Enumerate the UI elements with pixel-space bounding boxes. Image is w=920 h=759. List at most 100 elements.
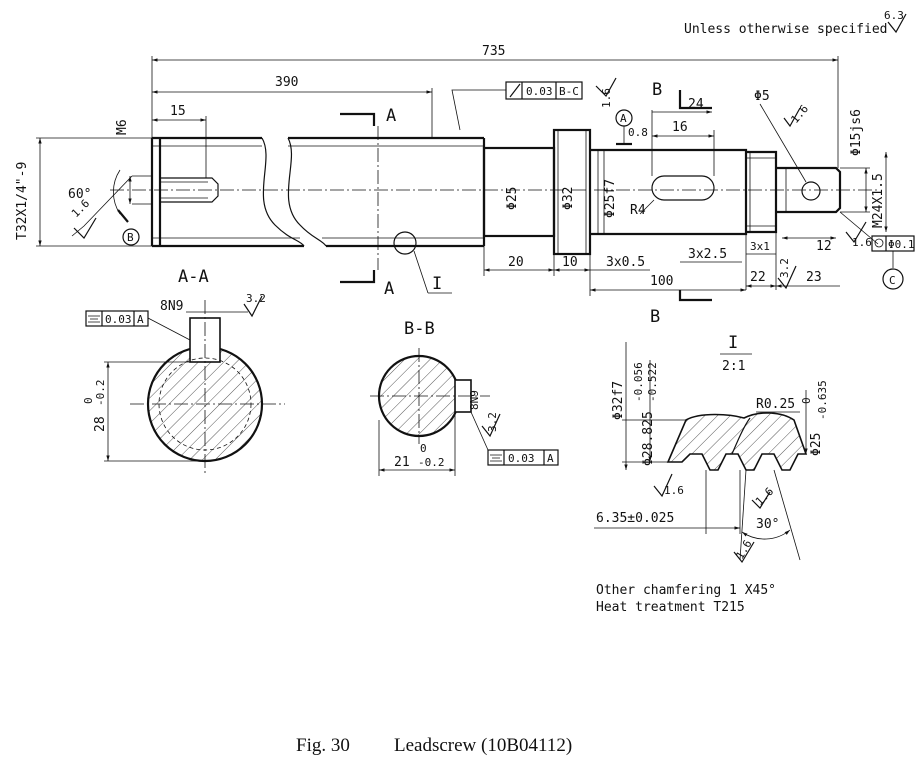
detail-pitch: 6.35±0.025 bbox=[596, 511, 674, 526]
runout-value: 0.03 bbox=[526, 85, 553, 98]
datum-c-label: C bbox=[889, 274, 896, 287]
section-bb-depth: 21 bbox=[394, 455, 410, 470]
dim-m6: M6 bbox=[115, 119, 130, 135]
dim-groove1: 3x0.5 bbox=[606, 255, 645, 270]
dim-key-len: 16 bbox=[672, 120, 688, 135]
detail-pitch-dia: Φ28.825 bbox=[641, 411, 656, 466]
section-aa: A-A 8N9 3.2 0.03 A 28 0 -0.2 bbox=[82, 267, 285, 475]
section-b-top-marker bbox=[678, 90, 712, 110]
section-bb: B-B 8N9 3.2 21 0 -0.2 0.03 A bbox=[370, 319, 559, 476]
dim-dia25: Φ25 bbox=[505, 187, 520, 210]
header-note: Unless otherwise specified 6.3 bbox=[684, 9, 907, 37]
dim-chamfer-angle: 60° bbox=[68, 187, 91, 202]
section-bb-tol-lower: -0.2 bbox=[418, 456, 445, 469]
detail-i-title: I bbox=[728, 333, 738, 353]
section-aa-tol-upper: 0 bbox=[82, 397, 95, 404]
dim-thread-dia: T32X1/4"-9 bbox=[15, 162, 30, 240]
detail-i: I 2:1 Φ32f7 Φ28.825 -0.056 -0.522 R0.25 … bbox=[594, 333, 829, 564]
thread-m24 bbox=[746, 150, 778, 234]
caption-fig-number: Fig. 30 bbox=[296, 735, 350, 756]
detail-i-label: I bbox=[432, 274, 442, 294]
notes: Other chamfering 1 X45° Heat treatment T… bbox=[596, 583, 776, 615]
dim-dia15: Φ15js6 bbox=[849, 109, 864, 156]
dim-len23: 23 bbox=[806, 270, 822, 285]
dim-dia25f7: Φ25f7 bbox=[603, 179, 618, 218]
detail-radius: R0.25 bbox=[756, 397, 795, 412]
runout-ref: B-C bbox=[559, 85, 579, 98]
dim-groove2: 3x2.5 bbox=[688, 247, 727, 262]
detail-roughness-1: 1.6 bbox=[664, 484, 684, 497]
section-aa-roughness: 3.2 bbox=[246, 292, 266, 305]
header-roughness: 6.3 bbox=[884, 9, 904, 22]
note-heat-treatment: Heat treatment T215 bbox=[596, 600, 745, 615]
journal-dia25f7 bbox=[590, 148, 748, 236]
dim-m6-depth: 15 bbox=[170, 104, 186, 119]
m6-hole bbox=[160, 177, 219, 203]
roughness-collar: 1.6 bbox=[600, 88, 613, 108]
section-bb-sym-frame bbox=[487, 449, 559, 466]
note-chamfering: Other chamfering 1 X45° bbox=[596, 583, 776, 598]
dim-total-length: 735 bbox=[482, 44, 505, 59]
section-aa-keyway-label: 8N9 bbox=[160, 299, 183, 314]
dim-len12: 12 bbox=[816, 239, 832, 254]
detail-i-marker bbox=[393, 231, 417, 255]
dim-groove3: 3x1 bbox=[750, 240, 770, 253]
roughness-shoulder: 3.2 bbox=[778, 258, 791, 278]
datum-a-label: A bbox=[620, 112, 627, 125]
figure-caption: Fig. 30 Leadscrew (10B04112) bbox=[296, 735, 572, 756]
collar-dia32 bbox=[552, 128, 592, 256]
dim-len20: 20 bbox=[508, 255, 524, 270]
section-bb-title: B-B bbox=[404, 319, 435, 339]
datum-b-circle bbox=[122, 228, 140, 246]
section-bb-sym-value: 0.03 bbox=[508, 452, 535, 465]
section-bb-sym-ref: A bbox=[547, 452, 554, 465]
header-note-text: Unless otherwise specified bbox=[684, 22, 888, 37]
section-a-bottom-label: A bbox=[384, 279, 394, 299]
dim-m24: M24X1.5 bbox=[871, 173, 886, 228]
dim-hole-dia: Φ5 bbox=[754, 89, 770, 104]
detail-i-scale: 2:1 bbox=[722, 359, 745, 374]
thread-section-right bbox=[288, 136, 486, 248]
section-a-top-marker bbox=[340, 112, 376, 126]
detail-pitch-tol-lower: -0.522 bbox=[646, 362, 659, 402]
runout-frame bbox=[505, 81, 583, 100]
detail-major-dia: Φ32f7 bbox=[611, 381, 626, 420]
roughness-end: 1.6 bbox=[852, 236, 872, 249]
dim-key-pos: 24 bbox=[688, 97, 704, 112]
detail-minor-dia: Φ25 bbox=[809, 433, 824, 456]
datum-b-label: B bbox=[127, 231, 134, 244]
detail-roughness-3: 1.6 bbox=[733, 538, 754, 562]
section-a-bottom-marker bbox=[340, 270, 376, 284]
thread-section-left bbox=[150, 136, 304, 248]
section-aa-title: A-A bbox=[178, 267, 209, 287]
main-view: I A A B B 735 390 15 M6 60° 1.6 bbox=[15, 44, 915, 327]
concentric-value: Φ0.1 bbox=[888, 238, 915, 251]
datum-c-circle bbox=[882, 268, 904, 290]
dim-thread-length: 390 bbox=[275, 75, 298, 90]
dim-len100: 100 bbox=[650, 274, 673, 289]
detail-angle: 30° bbox=[756, 517, 779, 532]
cross-hole bbox=[801, 181, 821, 201]
break-line-1 bbox=[261, 137, 305, 247]
caption-title: Leadscrew (10B04112) bbox=[394, 735, 572, 756]
section-b-bottom-marker bbox=[678, 290, 712, 302]
dim-len10: 10 bbox=[562, 255, 578, 270]
roughness-symbol bbox=[887, 13, 907, 34]
dim-len22: 22 bbox=[750, 270, 766, 285]
end-dia15 bbox=[776, 166, 842, 214]
detail-minor-tol-upper: 0 bbox=[800, 397, 813, 404]
section-b-top-label: B bbox=[652, 80, 662, 100]
break-line-2 bbox=[287, 137, 327, 247]
dim-r4: R4 bbox=[630, 203, 646, 218]
section-a-top-label: A bbox=[386, 106, 396, 126]
section-aa-sym-ref: A bbox=[137, 313, 144, 326]
section-aa-depth: 28 bbox=[93, 416, 108, 432]
dim-dia32: Φ32 bbox=[561, 187, 576, 210]
flat-value: 0.8 bbox=[628, 126, 648, 139]
section-aa-sym-value: 0.03 bbox=[105, 313, 132, 326]
keyway-slot bbox=[651, 175, 715, 201]
detail-minor-tol-lower: -0.635 bbox=[816, 380, 829, 420]
section-bb-keyway-label: 8N9 bbox=[468, 390, 481, 410]
section-bb-roughness: 3.2 bbox=[486, 412, 499, 432]
